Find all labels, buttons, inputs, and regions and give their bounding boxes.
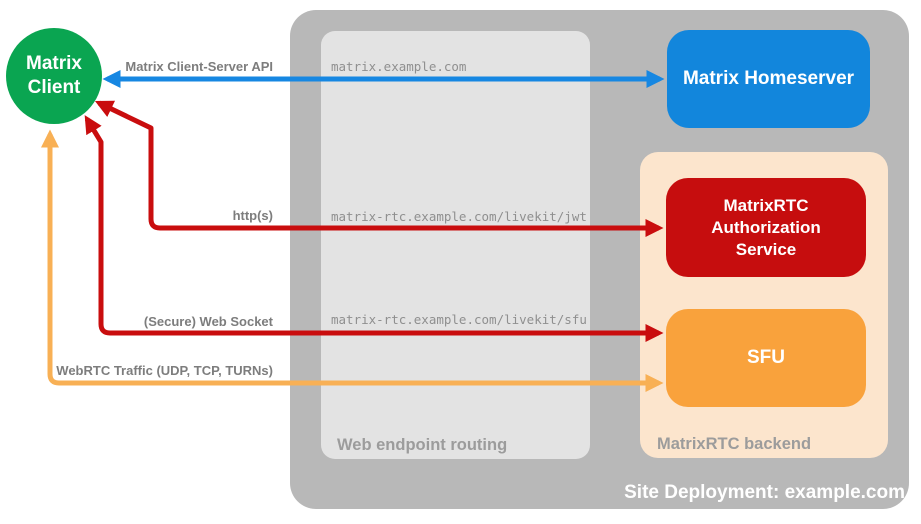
matrixrtc-backend-label: MatrixRTC backend xyxy=(657,435,812,453)
node-matrixrtc-authorization-service: MatrixRTC Authorization Service xyxy=(666,178,866,277)
web-endpoint-routing-label: Web endpoint routing xyxy=(337,436,508,454)
sfu-endpoint-url: matrix-rtc.example.com/livekit/sfu xyxy=(331,312,587,327)
webrtc-traffic-label: WebRTC Traffic (UDP, TCP, TURNs) xyxy=(56,363,273,378)
homeserver-endpoint-url: matrix.example.com xyxy=(331,59,467,74)
https-label: http(s) xyxy=(232,208,273,223)
jwt-endpoint-url: matrix-rtc.example.com/livekit/jwt xyxy=(331,209,587,224)
node-sfu: SFU xyxy=(666,309,866,407)
websocket-label: (Secure) Web Socket xyxy=(143,314,273,329)
web-endpoint-routing-panel xyxy=(321,31,590,459)
site-deployment-label: Site Deployment: example.com xyxy=(624,482,905,503)
client-server-api-label: Matrix Client-Server API xyxy=(125,59,273,74)
node-matrix-homeserver: Matrix Homeserver xyxy=(667,30,870,128)
node-matrix-client: Matrix Client xyxy=(6,28,102,124)
